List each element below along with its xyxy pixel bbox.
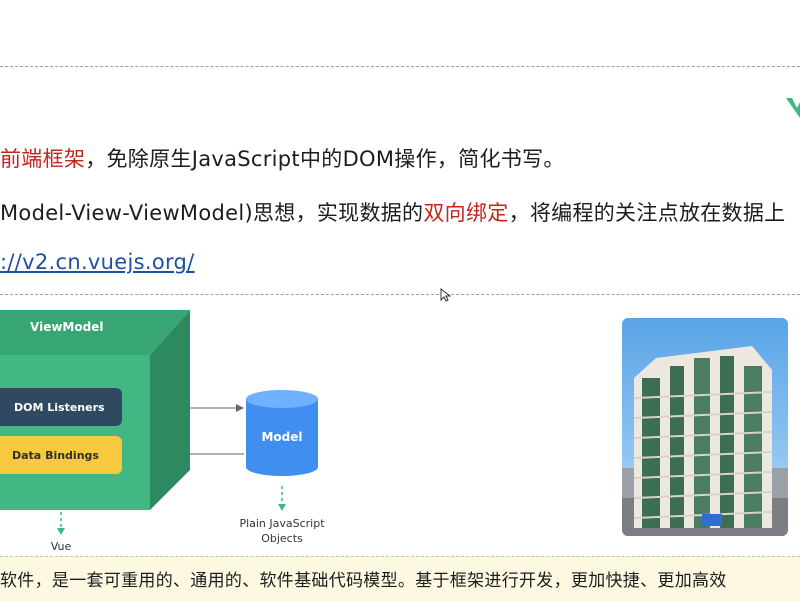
vue-label: Vue — [50, 540, 72, 553]
model-label: Model — [261, 430, 303, 444]
framework-definition-text: 软件，是一套可重用的、通用的、软件基础代码模型。基于框架进行开发，更加快捷、更加… — [0, 571, 727, 591]
viewmodel-cube-front — [0, 355, 150, 510]
plain-objects-label: Plain JavaScript Objects — [232, 516, 332, 546]
mouse-cursor-icon — [440, 288, 451, 302]
model-database-icon — [246, 390, 318, 476]
vue-docs-link[interactable]: ://v2.cn.vuejs.org/ — [0, 250, 195, 274]
mvvm-text-end: ，将编程的关注点放在数据上 — [508, 201, 786, 225]
building-photo — [622, 318, 788, 536]
plain-objects-line-1: Plain JavaScript — [239, 517, 325, 530]
model-down-arrow-icon — [278, 486, 286, 511]
intro-line-1-text: ，免除原生JavaScript中的DOM操作，简化书写。 — [85, 147, 565, 171]
viewmodel-cube-top — [0, 310, 190, 355]
intro-line-2: Model-View-ViewModel)思想，实现数据的双向绑定，将编程的关注… — [0, 197, 785, 227]
vue-logo-icon — [786, 98, 800, 118]
data-bindings-box: Data Bindings — [0, 436, 122, 474]
building-image — [622, 346, 788, 536]
viewmodel-label: ViewModel — [30, 320, 104, 334]
vue-down-arrow-icon — [57, 512, 65, 535]
dom-listeners-box: DOM Listeners — [0, 388, 122, 426]
plain-objects-line-2: Objects — [261, 532, 303, 545]
footer-band — [0, 556, 800, 601]
viewmodel-cube-side — [150, 310, 190, 510]
top-divider — [0, 66, 800, 67]
frontend-framework-highlight: 前端框架 — [0, 147, 86, 171]
two-way-binding-highlight: 双向绑定 — [423, 201, 509, 225]
mvvm-text: Model-View-ViewModel)思想，实现数据的 — [0, 201, 424, 225]
intro-line-3: ://v2.cn.vuejs.org/ — [0, 250, 195, 274]
section-divider — [0, 294, 800, 295]
intro-line-1: 前端框架，免除原生JavaScript中的DOM操作，简化书写。 — [0, 143, 565, 173]
binding-arrows — [190, 404, 244, 455]
